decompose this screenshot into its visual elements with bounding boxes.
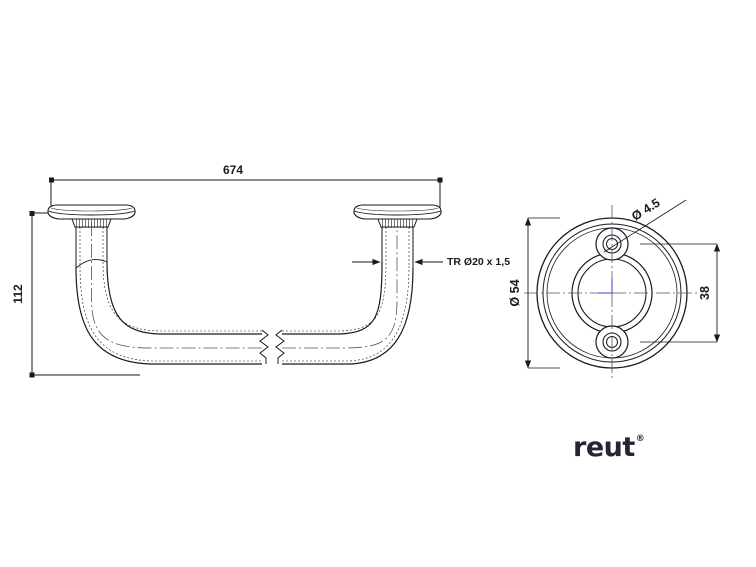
dimension-outer-diameter-54: Ø 54 — [508, 217, 560, 369]
right-flange — [353, 204, 442, 268]
side-view-group: 674 112 — [11, 163, 510, 378]
thread-spec-label: TR Ø20 x 1,5 — [447, 256, 510, 268]
left-flange — [47, 204, 136, 269]
dimension-height-112: 112 — [11, 211, 140, 378]
dimension-height-label: 112 — [11, 284, 25, 304]
flange-view-group: Ø 54 38 Ø 4.5 — [508, 196, 721, 381]
right-elbow-tube — [282, 222, 414, 365]
outer-diameter-label: Ø 54 — [508, 279, 522, 306]
annotation-thread-spec: TR Ø20 x 1,5 — [352, 256, 510, 268]
hole-spacing-label: 38 — [698, 286, 712, 300]
left-elbow-tube — [75, 222, 262, 365]
brand-logo: reut ® — [573, 434, 645, 461]
registered-trademark-icon: ® — [635, 434, 645, 444]
dimension-length-label: 674 — [223, 163, 243, 177]
hole-diameter-label: Ø 4.5 — [629, 196, 662, 224]
dimension-hole-spacing-38: 38 — [640, 243, 721, 343]
break-symbol — [259, 329, 285, 364]
brand-logo-text: reut — [573, 432, 635, 463]
dimension-length-674: 674 — [49, 163, 443, 213]
